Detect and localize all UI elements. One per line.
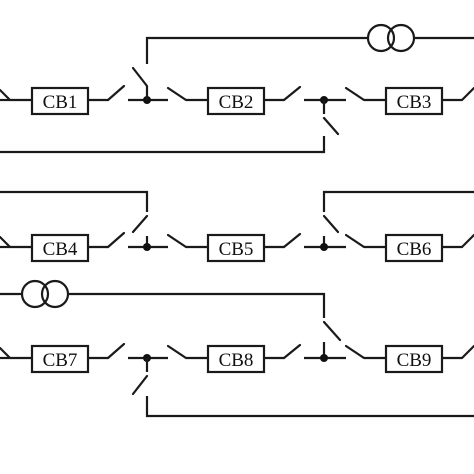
row1-switch-a-blade <box>106 84 126 102</box>
row2-node-a <box>143 243 151 251</box>
row3-wire-top-right <box>68 292 326 318</box>
row-2: CB4 CB5 CB6 <box>0 190 474 263</box>
row1-switch-c-blade <box>282 85 302 102</box>
cb9-box[interactable] <box>384 344 444 374</box>
cb9-label: CB9 <box>397 350 432 371</box>
cb2-label: CB2 <box>219 92 254 113</box>
row2-branch-right-switch <box>322 214 340 234</box>
row3-switch-right-blade <box>460 344 474 360</box>
row3-branch-down-switch <box>131 374 149 396</box>
cb6-label: CB6 <box>397 239 432 260</box>
row3-switch-left-blade <box>0 346 12 360</box>
row2-branch-left-switch <box>131 214 149 234</box>
row2-wire-top-right <box>322 190 474 212</box>
transformer-bottom-icon <box>20 279 70 309</box>
row1-switch-b-blade <box>166 86 188 102</box>
row2-wire-top-left <box>0 190 149 212</box>
row3-switch-d-blade <box>344 344 366 360</box>
cb4-label: CB4 <box>43 239 78 260</box>
row3-switch-b-blade <box>166 344 188 360</box>
row1-branch-down-return <box>0 136 326 154</box>
row-3: CB7 CB8 CB9 <box>0 279 474 418</box>
row2-switch-d-blade <box>344 233 366 249</box>
row3-branch-right-switch <box>322 320 342 342</box>
row2-switch-right-blade <box>460 233 474 249</box>
row3-switch-a-blade <box>106 342 126 360</box>
row1-branch-down-switch <box>322 116 340 136</box>
cb7-label: CB7 <box>43 350 78 371</box>
row1-switch-d-blade <box>344 86 366 102</box>
row3-branch-down-return <box>145 396 474 418</box>
row1-switch-right-blade <box>460 86 474 102</box>
cb1-label: CB1 <box>43 92 78 113</box>
row2-switch-a-blade <box>106 231 126 249</box>
cb5-label: CB5 <box>219 239 254 260</box>
row1-branch-up-switch <box>131 66 149 88</box>
cb8-label: CB8 <box>219 350 254 371</box>
row2-switch-left-blade <box>0 235 12 249</box>
transformer-top-icon <box>366 23 416 53</box>
cb3-label: CB3 <box>397 92 432 113</box>
cb4-box[interactable] <box>30 233 90 263</box>
row3-switch-c-blade <box>282 343 302 360</box>
row2-node-b <box>320 243 328 251</box>
cb3-box[interactable] <box>384 86 444 116</box>
row1-switch-left-blade <box>0 88 12 102</box>
row-1: CB1 CB2 CB3 <box>0 23 474 154</box>
row2-switch-b-blade <box>166 233 188 249</box>
row3-node-b <box>320 354 328 362</box>
row1-branch-up-riser <box>145 36 368 64</box>
cb2-box[interactable] <box>206 86 266 116</box>
row2-switch-c-blade <box>282 232 302 249</box>
